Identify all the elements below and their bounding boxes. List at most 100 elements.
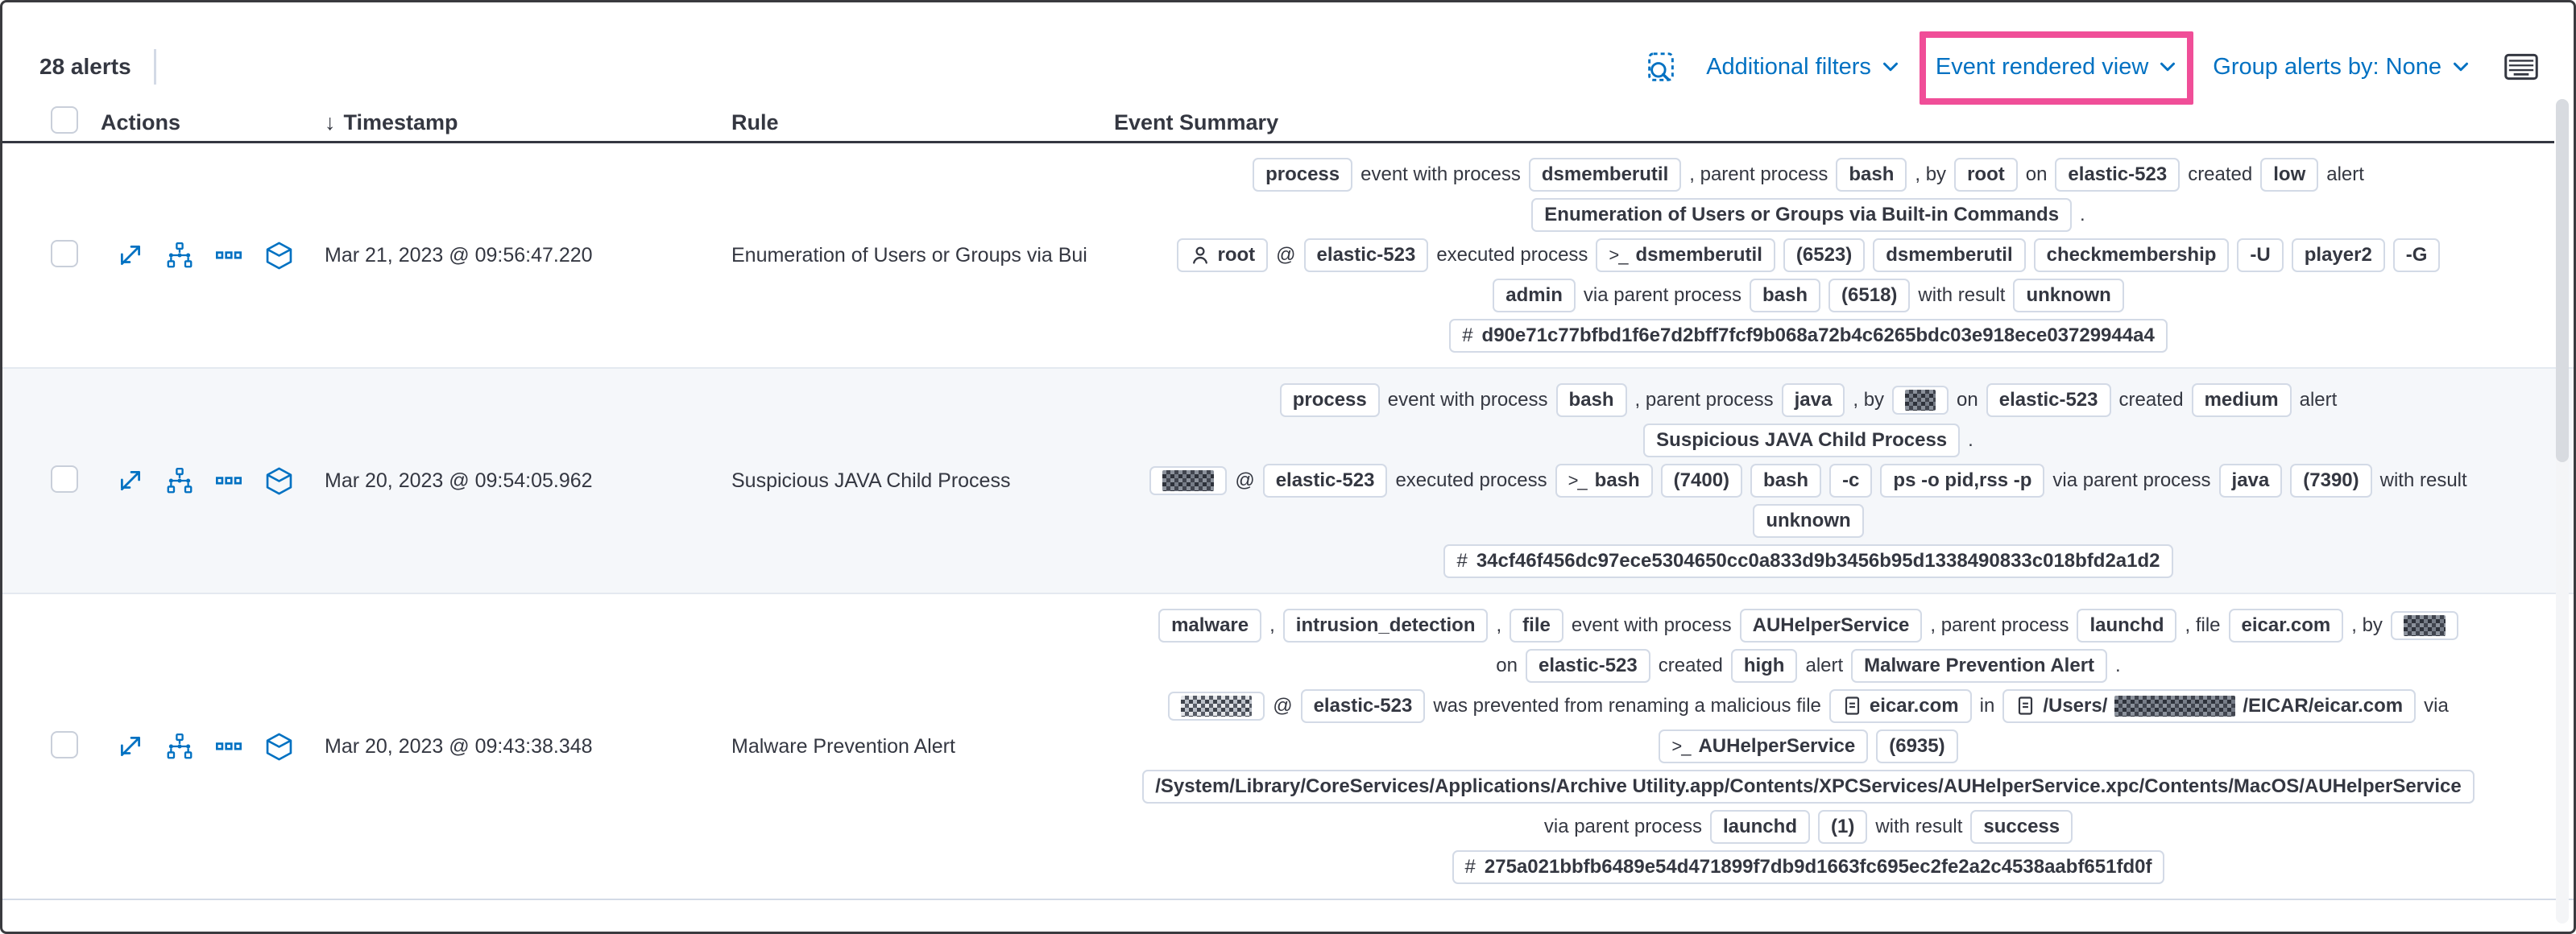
summary-badge: Enumeration of Users or Groups via Built…	[1531, 197, 2073, 233]
alert-timestamp: Mar 20, 2023 @ 09:43:38.348	[325, 734, 593, 758]
session-view-icon[interactable]	[264, 732, 294, 762]
hash-icon: #	[1464, 855, 1476, 878]
summary-text: on	[1957, 389, 1978, 411]
summary-badge: checkmembership	[2033, 238, 2230, 273]
summary-badge: process	[1279, 382, 1380, 418]
summary-badge: #34cf46f456dc97ece5304650cc0a833d9b3456b…	[1443, 543, 2173, 579]
row-actions	[101, 466, 325, 496]
session-view-icon[interactable]	[264, 241, 294, 271]
summary-text: created	[1658, 655, 1723, 676]
more-actions-icon[interactable]	[215, 467, 242, 494]
summary-badge: launchd	[2077, 608, 2177, 643]
summary-badge: (1)	[1817, 809, 1868, 845]
group-alerts-by-button[interactable]: Group alerts by: None	[2213, 54, 2470, 81]
alerts-table-body: Mar 21, 2023 @ 09:56:47.220 Enumeration o…	[2, 143, 2574, 900]
expand-alert-icon[interactable]	[117, 467, 144, 494]
additional-filters-label: Additional filters	[1706, 53, 1871, 80]
summary-badge: >_bash	[1555, 463, 1653, 498]
session-view-icon[interactable]	[264, 466, 294, 496]
summary-badge: elastic-523	[2055, 157, 2180, 192]
hash-icon: #	[1462, 324, 1473, 346]
summary-text: created	[2118, 389, 2184, 411]
summary-text: , parent process	[1930, 614, 2069, 636]
summary-line: #d90e71c77bfbd1f6e7d2bff7fcf9b068a72b4c6…	[1114, 317, 2503, 354]
toolbar-divider	[153, 49, 156, 85]
event-rendered-view-button[interactable]: Event rendered view	[1936, 54, 2177, 81]
analyze-event-icon[interactable]	[166, 242, 193, 269]
summary-badge	[1149, 466, 1228, 495]
summary-badge: /System/Library/CoreServices/Application…	[1142, 769, 2475, 804]
summary-text: with result	[1918, 284, 2006, 306]
alert-rule: Suspicious JAVA Child Process	[731, 469, 1011, 492]
row-checkbox[interactable]	[51, 465, 78, 493]
summary-text: .	[1968, 429, 1973, 451]
summary-text: via parent process	[2052, 469, 2211, 491]
summary-badge: #d90e71c77bfbd1f6e7d2bff7fcf9b068a72b4c6…	[1449, 318, 2168, 353]
column-header-actions: Actions	[101, 110, 181, 134]
summary-text: @	[1273, 695, 1293, 717]
terminal-icon: >_	[1568, 470, 1588, 491]
summary-badge: bash	[1750, 463, 1822, 498]
expand-alert-icon[interactable]	[117, 733, 144, 760]
summary-badge: AUHelperService	[1739, 608, 1923, 643]
summary-line: #34cf46f456dc97ece5304650cc0a833d9b3456b…	[1114, 543, 2503, 580]
summary-badge: file	[1510, 608, 1563, 643]
row-checkbox[interactable]	[51, 730, 78, 758]
summary-text: , by	[1853, 389, 1885, 411]
chevron-down-icon	[1881, 57, 1900, 76]
summary-badge: (6935)	[1876, 729, 1958, 764]
summary-badge: player2	[2291, 238, 2385, 273]
keyboard-icon[interactable]	[2504, 53, 2538, 81]
more-actions-icon[interactable]	[215, 242, 242, 269]
summary-text: via	[2424, 695, 2449, 717]
sort-down-icon: ↓	[325, 110, 336, 134]
summary-text: was prevented from renaming a malicious …	[1433, 695, 1821, 717]
summary-line: unknown	[1114, 502, 2503, 539]
vertical-scrollbar[interactable]	[2556, 99, 2569, 924]
summary-text: executed process	[1436, 244, 1588, 266]
redacted-value	[1905, 390, 1936, 411]
inspect-icon[interactable]	[1645, 51, 1677, 83]
expand-alert-icon[interactable]	[117, 242, 144, 269]
chevron-down-icon	[2158, 57, 2177, 76]
summary-badge: ps -o pid,rss -p	[1880, 463, 2045, 498]
summary-text: alert	[2299, 389, 2338, 411]
summary-line: Suspicious JAVA Child Process.	[1114, 422, 2503, 459]
scrollbar-thumb[interactable]	[2556, 99, 2569, 462]
analyze-event-icon[interactable]	[166, 467, 193, 494]
select-all-checkbox[interactable]	[51, 105, 78, 134]
summary-badge: (6518)	[1828, 278, 1911, 313]
summary-text: on	[1496, 655, 1518, 676]
summary-badge: -U	[2237, 238, 2284, 273]
summary-badge: bash	[1750, 278, 1821, 313]
summary-badge: elastic-523	[1262, 463, 1388, 498]
row-checkbox[interactable]	[51, 239, 78, 267]
summary-badge: unknown	[1753, 503, 1864, 539]
column-header-event-summary: Event Summary	[1114, 110, 1279, 134]
summary-badge: root	[1176, 238, 1269, 273]
summary-text: event with process	[1571, 614, 1732, 636]
additional-filters-button[interactable]: Additional filters	[1706, 54, 1900, 81]
chevron-down-icon	[2451, 57, 2470, 76]
table-header-row: Actions ↓ Timestamp Rule Event Summary	[2, 104, 2554, 143]
more-actions-icon[interactable]	[215, 733, 242, 760]
summary-text: , by	[1915, 163, 1947, 185]
analyze-event-icon[interactable]	[166, 733, 193, 760]
summary-text: executed process	[1395, 469, 1547, 491]
alert-timestamp: Mar 21, 2023 @ 09:56:47.220	[325, 243, 593, 267]
redacted-value	[2114, 695, 2236, 717]
summary-badge: -G	[2392, 238, 2441, 273]
terminal-icon: >_	[1609, 245, 1628, 266]
redacted-value	[1162, 470, 1215, 491]
summary-text: ,	[1269, 614, 1275, 636]
summary-badge: elastic-523	[1300, 688, 1426, 724]
summary-badge: Suspicious JAVA Child Process	[1643, 423, 1961, 458]
summary-badge	[2390, 611, 2458, 640]
column-header-timestamp[interactable]: ↓ Timestamp	[325, 110, 458, 134]
